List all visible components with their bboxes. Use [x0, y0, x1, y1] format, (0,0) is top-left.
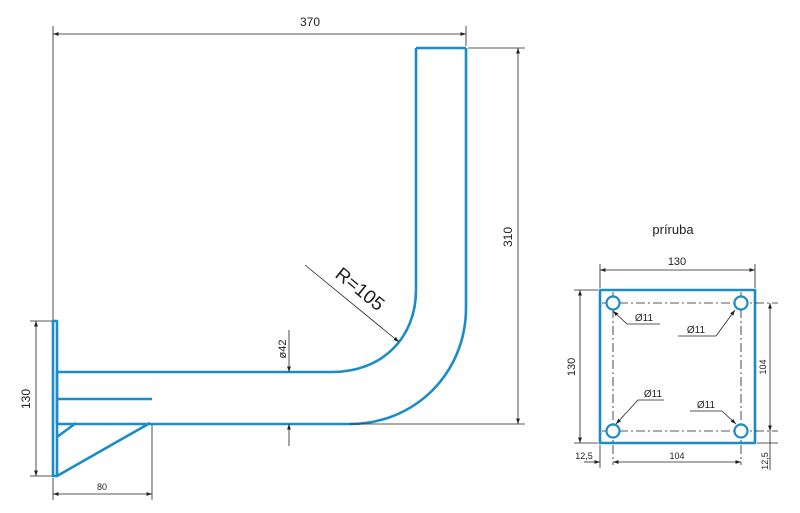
gusset-brace	[56, 421, 151, 478]
tube-inner-contour	[57, 48, 418, 374]
flange-view	[598, 288, 778, 465]
edge-offset-left-label: 12,5	[575, 451, 593, 461]
dim-plate-130-label: 130	[19, 389, 33, 409]
hole-callouts: Ø11 Ø11 Ø11 Ø11	[612, 309, 737, 425]
flange-title: príruba	[652, 222, 694, 237]
dim-80-label: 80	[97, 482, 107, 492]
flange-height-label: 130	[566, 358, 578, 376]
tube-outer-contour	[57, 48, 468, 426]
bracket-view	[51, 46, 468, 478]
dim-edge-offset-right: 12,5	[757, 431, 778, 470]
hole-spacing-v-label: 104	[758, 359, 768, 374]
dim-370-label: 370	[300, 15, 320, 29]
dim-edge-offset-left: 12,5	[575, 445, 601, 468]
dim-width-370: 370	[52, 15, 467, 320]
flange-plate	[598, 288, 757, 445]
dim-flange-width: 130	[599, 256, 756, 288]
dim-plate-130: 130	[19, 320, 52, 477]
radius-label: R=105	[331, 264, 388, 316]
dim-flange-height: 130	[566, 289, 598, 444]
tube-diameter-label: ø42	[277, 340, 289, 359]
mount-hole	[733, 295, 749, 311]
gusset-inner	[56, 421, 77, 439]
dim-hole-spacing-v: 104	[758, 303, 772, 431]
hole-label-bottom-left: Ø11	[644, 389, 663, 400]
dim-height-310: 310	[350, 47, 525, 425]
dim-hole-spacing-h: 104	[613, 451, 741, 464]
dim-radius: R=105	[304, 264, 400, 343]
hole-label-top-right: Ø11	[687, 325, 706, 336]
hole-label-bottom-right: Ø11	[697, 400, 716, 411]
mount-hole	[605, 423, 621, 439]
mount-hole	[605, 295, 621, 311]
flange-width-label: 130	[668, 256, 686, 268]
dim-foot-80: 80	[52, 425, 153, 500]
hole-spacing-h-label: 104	[669, 451, 684, 461]
hole-label-top-left: Ø11	[635, 313, 654, 324]
dim-tube-diameter: ø42	[277, 330, 291, 446]
mount-hole	[733, 423, 749, 439]
dim-310-label: 310	[501, 227, 515, 247]
edge-offset-right-label: 12,5	[760, 452, 770, 470]
